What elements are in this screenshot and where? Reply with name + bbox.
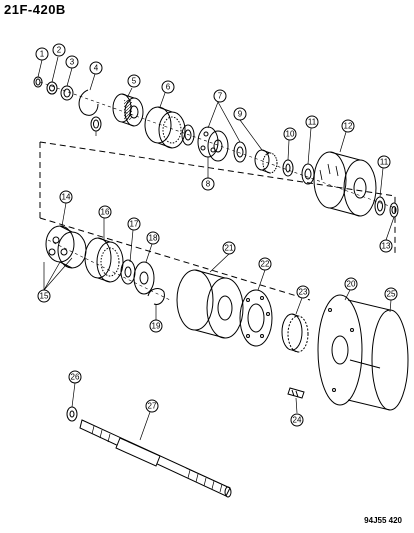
callout-6-label: 6 bbox=[166, 83, 171, 92]
callout-11-label: 11 bbox=[308, 118, 317, 127]
callout-6: 6 bbox=[161, 80, 175, 94]
part-17-washer bbox=[120, 259, 136, 285]
callout-25: 25 bbox=[384, 287, 398, 301]
part-4-snap-ring bbox=[78, 89, 99, 116]
callout-24-label: 24 bbox=[293, 416, 302, 425]
part-7-thrust-washer bbox=[181, 124, 195, 146]
callout-10-label: 10 bbox=[286, 130, 295, 139]
callout-7: 7 bbox=[213, 89, 227, 103]
part-14-planetary-gearset bbox=[45, 225, 87, 269]
callout-12-label: 12 bbox=[344, 122, 353, 131]
callout-1-label: 1 bbox=[40, 50, 45, 59]
callout-16: 16 bbox=[98, 205, 112, 219]
callout-1: 1 bbox=[35, 47, 49, 61]
part-2-washer bbox=[46, 81, 58, 95]
part-5-bearing bbox=[112, 93, 144, 127]
callout-9-label: 9 bbox=[238, 110, 243, 119]
callout-5: 5 bbox=[127, 74, 141, 88]
callout-3-label: 3 bbox=[70, 58, 75, 67]
part-12-clutch-drum bbox=[313, 151, 377, 217]
figure-id: 21F-420B bbox=[4, 2, 66, 17]
part-21-clutch-drum bbox=[176, 269, 244, 339]
part-26-washer bbox=[66, 406, 78, 422]
part-11-snap-ring bbox=[301, 163, 315, 185]
callout-19: 19 bbox=[149, 319, 163, 333]
part-7-thrust-bearing bbox=[233, 141, 247, 163]
callout-2-label: 2 bbox=[57, 46, 62, 55]
callout-7-label: 7 bbox=[218, 92, 223, 101]
drawing-code: 94J55 420 bbox=[364, 516, 402, 525]
part-24-bolt bbox=[287, 387, 305, 399]
callout-25-label: 25 bbox=[387, 290, 396, 299]
callout-20-label: 20 bbox=[347, 280, 356, 289]
centerline-lower bbox=[47, 239, 171, 301]
callout-13-label: 13 bbox=[382, 242, 391, 251]
assembly-outline bbox=[39, 141, 396, 301]
callout-4-label: 4 bbox=[94, 64, 99, 73]
callout-17-label: 17 bbox=[130, 220, 139, 229]
part-8-planet-carrier bbox=[197, 126, 229, 162]
callout-17: 17 bbox=[127, 217, 141, 231]
part-3-washer bbox=[60, 85, 74, 101]
callout-5-label: 5 bbox=[132, 77, 137, 86]
part-28-washer bbox=[90, 116, 102, 132]
callout-26: 26 bbox=[68, 370, 82, 384]
callout-19-label: 19 bbox=[152, 322, 161, 331]
callout-16-label: 16 bbox=[101, 208, 110, 217]
part-16-ring-gear bbox=[84, 237, 124, 283]
callouts: 1 2 3 4 5 6 7 8 9 10 11 12 11 13 14 15 1… bbox=[35, 43, 398, 427]
callout-15: 15 bbox=[37, 289, 51, 303]
callout-9: 9 bbox=[233, 107, 247, 121]
part-10-washer bbox=[282, 159, 294, 177]
part-20-reaction-plate bbox=[317, 294, 363, 406]
callout-11-right-label: 11 bbox=[380, 158, 389, 167]
callout-2: 2 bbox=[52, 43, 66, 57]
callout-13: 13 bbox=[379, 239, 393, 253]
callout-8-label: 8 bbox=[206, 180, 211, 189]
part-9-sun-gear bbox=[254, 149, 278, 174]
callout-3: 3 bbox=[65, 55, 79, 69]
callout-4: 4 bbox=[89, 61, 103, 75]
callout-23-label: 23 bbox=[299, 288, 308, 297]
callout-24: 24 bbox=[290, 413, 304, 427]
part-13-washer bbox=[389, 202, 399, 218]
part-11-snap-ring-right bbox=[374, 196, 386, 216]
callout-12: 12 bbox=[341, 119, 355, 133]
callout-10: 10 bbox=[283, 127, 297, 141]
callout-18: 18 bbox=[146, 231, 160, 245]
callout-18-label: 18 bbox=[149, 234, 158, 243]
callout-14: 14 bbox=[59, 190, 73, 204]
callout-27: 27 bbox=[145, 399, 159, 413]
callout-27-label: 27 bbox=[148, 402, 157, 411]
leader-lines bbox=[37, 56, 395, 441]
callout-22: 22 bbox=[258, 257, 272, 271]
part-22-piston-housing bbox=[239, 289, 273, 347]
callout-26-label: 26 bbox=[71, 373, 80, 382]
callout-23: 23 bbox=[296, 285, 310, 299]
callout-21: 21 bbox=[222, 241, 236, 255]
part-23-overrunning-clutch bbox=[281, 313, 309, 353]
callout-14-label: 14 bbox=[62, 193, 71, 202]
part-27-output-shaft bbox=[79, 419, 232, 498]
callout-20: 20 bbox=[344, 277, 358, 291]
callout-11: 11 bbox=[305, 115, 319, 129]
callout-15-label: 15 bbox=[40, 292, 49, 301]
callout-22-label: 22 bbox=[261, 260, 270, 269]
callout-8: 8 bbox=[201, 177, 215, 191]
part-6-ring-gear bbox=[144, 106, 186, 149]
callout-11-right: 11 bbox=[377, 155, 391, 169]
part-18-thrust-plate bbox=[133, 261, 155, 295]
part-19-snap-ring bbox=[147, 288, 165, 305]
callout-21-label: 21 bbox=[225, 244, 234, 253]
